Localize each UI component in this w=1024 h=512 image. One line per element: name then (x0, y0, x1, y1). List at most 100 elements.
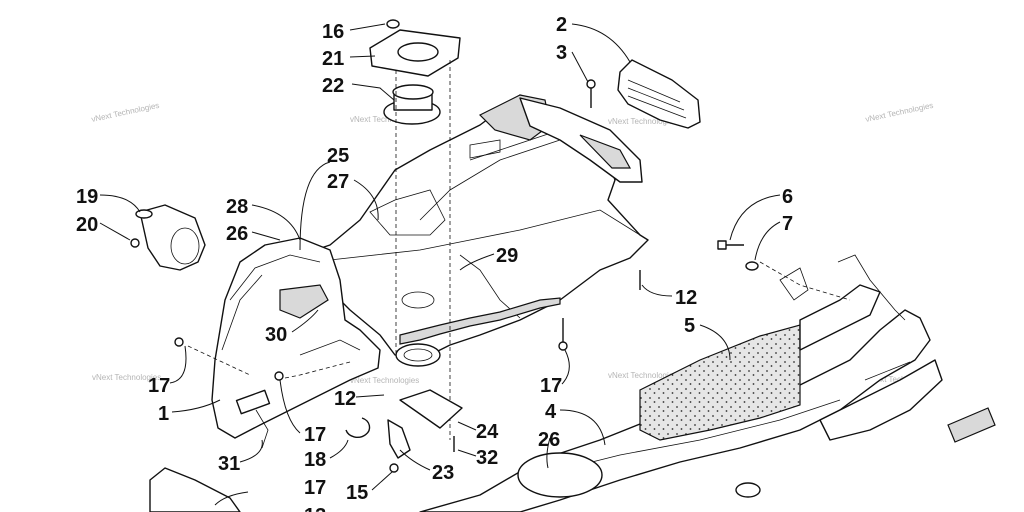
leader-lines (99, 23, 781, 506)
leader-12b (641, 284, 673, 297)
hardware (130, 79, 851, 473)
screw-head-17d (558, 341, 568, 351)
callout-15: 15 (346, 482, 368, 504)
callout-25: 25 (327, 145, 349, 167)
intake-boot-opening (170, 227, 200, 265)
leader-29 (459, 253, 495, 271)
screw-head-17a (174, 337, 184, 347)
leader-17a (169, 345, 187, 384)
leader-17c (214, 491, 249, 506)
leader-24 (457, 421, 477, 431)
watermark: vNext Technologies (608, 117, 677, 126)
watermark: vNext Technologies (91, 101, 161, 124)
callout-19: 19 (76, 186, 98, 208)
belly-pan-inner-ridge (329, 209, 641, 261)
callout-28: 28 (226, 196, 248, 218)
callout-18: 18 (304, 449, 326, 471)
callout-31: 31 (218, 453, 240, 475)
intake-boot-part (135, 204, 206, 271)
leader-4 (559, 409, 606, 446)
mount-plate (399, 389, 463, 429)
hose (255, 409, 269, 449)
side-liner-vent (279, 284, 329, 319)
bolt-head (717, 240, 727, 250)
side-liner-bracket (235, 389, 271, 415)
watermark: vNext Technologies (350, 376, 419, 385)
watermark: vNext Technologies (608, 371, 677, 380)
callout-7: 7 (782, 213, 793, 235)
belly-pan-front (369, 189, 446, 236)
assembly-axis (187, 345, 251, 376)
belly-pan-outline (299, 94, 649, 361)
leader-27 (353, 179, 379, 221)
screw-head-20 (130, 238, 140, 248)
callout-17: 17 (540, 375, 562, 397)
hose-clamp (345, 417, 371, 438)
chassis-wheel-well (517, 452, 603, 498)
callout-26: 26 (226, 223, 248, 245)
side-liner-rib (221, 274, 263, 351)
leader-31 (239, 439, 263, 463)
louvered-panel (617, 59, 701, 129)
belly-pan-crease (419, 139, 561, 221)
louver-line (627, 95, 687, 119)
side-rail-slot (579, 134, 632, 169)
chassis-crease (559, 399, 841, 471)
callout-12: 12 (334, 388, 356, 410)
leader-19 (99, 194, 141, 213)
watermark: vNext Technologies (92, 373, 161, 382)
leader-26b (546, 437, 551, 469)
callout-27: 27 (327, 171, 349, 193)
belly-pan-port (395, 343, 441, 367)
callout-17: 17 (304, 424, 326, 446)
tag-plate-stripe (864, 361, 911, 381)
louver-line (627, 79, 681, 103)
leader-18 (329, 439, 349, 459)
callouts: 16 21 22 25 27 28 26 19 20 29 30 17 1 17… (76, 14, 793, 512)
leader-32 (457, 449, 477, 457)
leader-5 (699, 324, 731, 361)
leader-15 (371, 471, 393, 491)
leader-25 (299, 161, 331, 251)
leader-20 (99, 222, 131, 241)
leader-23 (399, 449, 431, 471)
flange-nut (386, 19, 400, 29)
callout-1: 1 (158, 403, 169, 425)
assembly-axis (284, 361, 351, 379)
front-bumper-part (149, 467, 241, 512)
leader-16 (349, 23, 386, 31)
callout-6: 6 (782, 186, 793, 208)
callout-23: 23 (432, 462, 454, 484)
leader-22 (351, 83, 395, 101)
leader-6 (729, 194, 781, 241)
intake-boot-nub (135, 209, 153, 219)
belly-pan-port-inner (403, 348, 433, 362)
side-liner-rib (299, 339, 361, 356)
strap-bracket (387, 419, 411, 459)
callout-29: 29 (496, 245, 518, 267)
callout-12: 12 (675, 287, 697, 309)
callout-24: 24 (476, 421, 499, 443)
tag-plate (947, 407, 996, 443)
callout-22: 22 (322, 75, 344, 97)
belly-pan-slot (469, 139, 501, 159)
louvered-panel-part (519, 59, 701, 183)
chassis-bracket (837, 254, 906, 321)
callout-21: 21 (322, 48, 344, 70)
chassis-upper-lip (799, 284, 881, 351)
callout-13: 13 (304, 505, 326, 512)
leader-1 (171, 399, 221, 413)
leader-30 (291, 309, 319, 333)
belly-pan-port-top (401, 291, 435, 309)
flange-plate-hole (397, 42, 439, 62)
side-liner-rib (229, 254, 321, 301)
leader-17b (279, 379, 301, 434)
chassis-ring (735, 482, 761, 498)
louver-line (627, 87, 685, 111)
callout-32: 32 (476, 447, 498, 469)
callout-4: 4 (545, 401, 557, 423)
leader-28 (251, 204, 301, 241)
leader-7 (754, 221, 781, 261)
fastener-path (759, 261, 851, 301)
